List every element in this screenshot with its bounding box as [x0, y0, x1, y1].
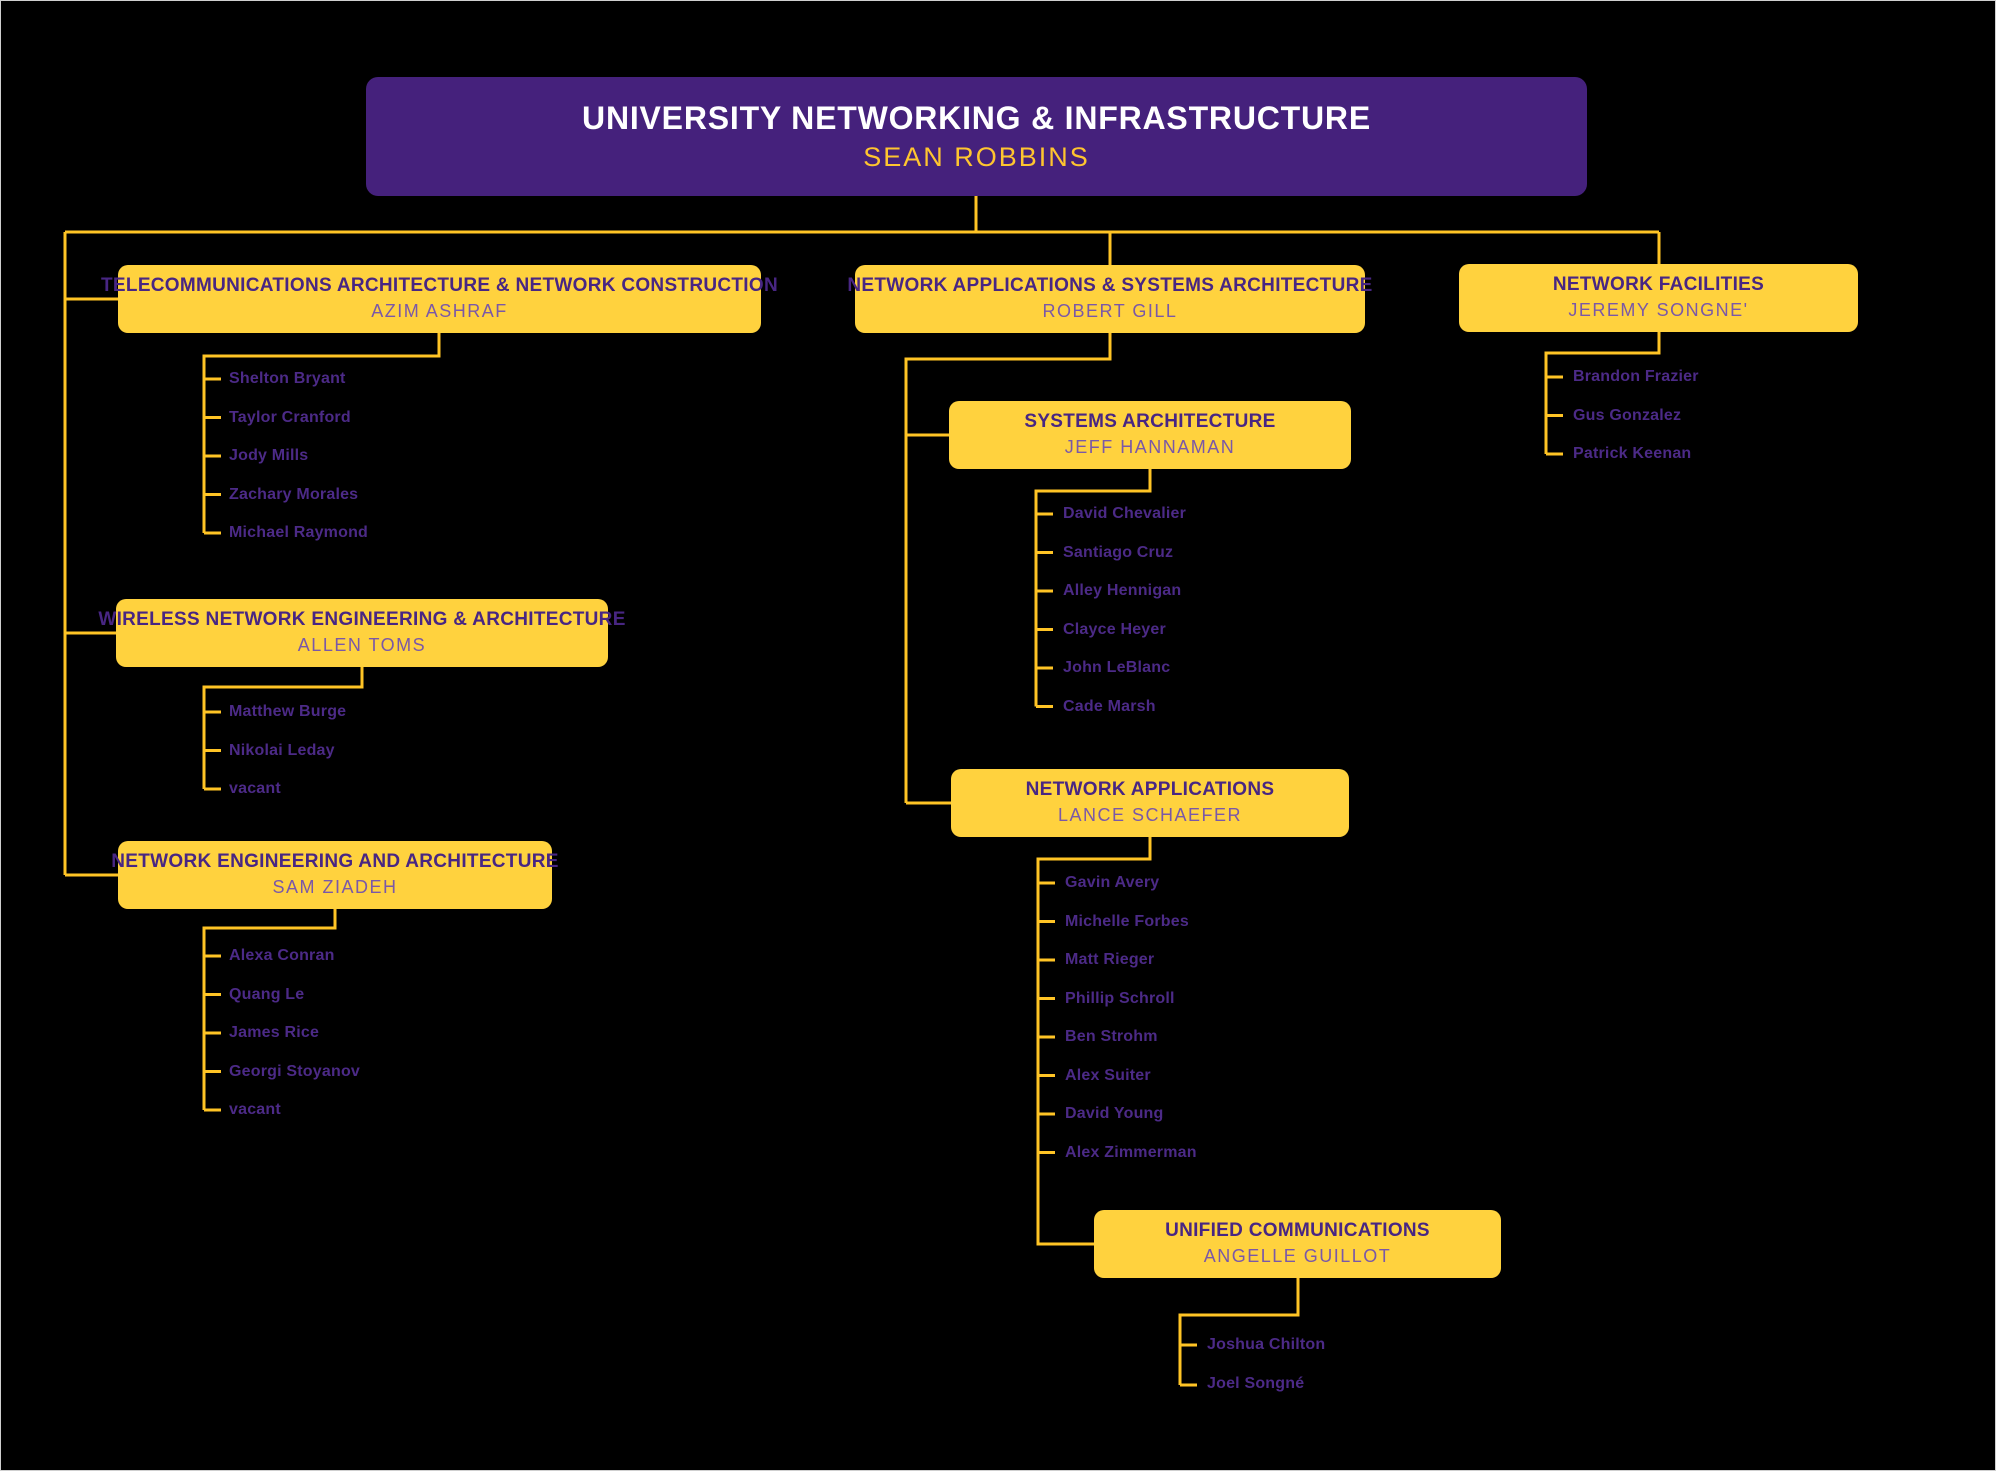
member-georgi-stoyanov: Georgi Stoyanov [229, 1062, 361, 1080]
member-michelle-forbes: Michelle Forbes [1065, 912, 1189, 930]
member-santiago-cruz: Santiago Cruz [1063, 543, 1174, 561]
unit-unified-communications: UNIFIED COMMUNICATIONS ANGELLE GUILLOT [1094, 1210, 1501, 1278]
unit-title: NETWORK ENGINEERING AND ARCHITECTURE [111, 851, 559, 873]
member-nikolai-leday: Nikolai Leday [229, 741, 335, 759]
wireless-member-list: Matthew Burge Nikolai Leday vacant [229, 693, 346, 809]
systems-member-list: David Chevalier Santiago Cruz Alley Henn… [1063, 495, 1186, 726]
member-matt-rieger: Matt Rieger [1065, 951, 1155, 968]
member-alley-hennigan: Alley Hennigan [1063, 582, 1182, 599]
unified-member-list: Joshua Chilton Joel Songné [1207, 1326, 1325, 1403]
facilities-member-list: Brandon Frazier Gus Gonzalez Patrick Kee… [1573, 358, 1699, 474]
telecom-member-list: Shelton Bryant Taylor Cranford Jody Mill… [229, 360, 368, 553]
member-jody-mills: Jody Mills [229, 447, 309, 464]
member-alex-zimmerman: Alex Zimmerman [1065, 1143, 1197, 1161]
member-james-rice: James Rice [229, 1024, 320, 1041]
member-matthew-burge: Matthew Burge [229, 703, 347, 720]
member-michael-raymond: Michael Raymond [229, 524, 369, 541]
member-patrick-keenan: Patrick Keenan [1573, 445, 1692, 462]
unit-lead-name: SAM ZIADEH [272, 876, 398, 897]
unit-lead-name: LANCE SCHAEFER [1057, 804, 1243, 825]
member-gavin-avery: Gavin Avery [1065, 874, 1160, 891]
unit-systems-architecture: SYSTEMS ARCHITECTURE JEFF HANNAMAN [949, 401, 1351, 469]
member-alex-suiter: Alex Suiter [1065, 1066, 1151, 1084]
member-ben-strohm: Ben Strohm [1065, 1028, 1158, 1045]
member-joel-songne: Joel Songné [1207, 1374, 1305, 1392]
unit-lead-name: JEREMY SONGNE' [1568, 299, 1749, 320]
unit-lead-name: ANGELLE GUILLOT [1203, 1245, 1392, 1266]
unit-lead-name: JEFF HANNAMAN [1064, 436, 1236, 457]
member-shelton-bryant: Shelton Bryant [229, 370, 346, 387]
member-david-chevalier: David Chevalier [1063, 505, 1187, 522]
member-vacant-wireless: vacant [229, 780, 281, 797]
unit-telecom-architecture: TELECOMMUNICATIONS ARCHITECTURE & NETWOR… [101, 265, 778, 333]
unit-lead-name: AZIM ASHRAF [371, 300, 508, 321]
unit-title: WIRELESS NETWORK ENGINEERING & ARCHITECT… [98, 609, 626, 631]
member-joshua-chilton: Joshua Chilton [1207, 1336, 1326, 1353]
member-brandon-frazier: Brandon Frazier [1573, 368, 1699, 385]
unit-network-facilities: NETWORK FACILITIES JEREMY SONGNE' [1459, 264, 1858, 332]
member-clayce-heyer: Clayce Heyer [1063, 620, 1166, 638]
unit-apps-systems-architecture: NETWORK APPLICATIONS & SYSTEMS ARCHITECT… [847, 265, 1372, 333]
unit-network-engineering: NETWORK ENGINEERING AND ARCHITECTURE SAM… [111, 841, 558, 909]
member-gus-gonzalez: Gus Gonzalez [1573, 406, 1682, 424]
unit-title: UNIFIED COMMUNICATIONS [1165, 1220, 1430, 1242]
unit-network-applications: NETWORK APPLICATIONS LANCE SCHAEFER [951, 769, 1349, 837]
member-david-young: David Young [1065, 1105, 1164, 1122]
unit-title: SYSTEMS ARCHITECTURE [1024, 411, 1276, 433]
member-cade-marsh: Cade Marsh [1063, 697, 1156, 715]
unit-lead-name: ALLEN TOMS [297, 634, 427, 655]
root-node-title: UNIVERSITY NETWORKING & INFRASTRUCTURE [582, 99, 1371, 136]
member-taylor-cranford: Taylor Cranford [229, 408, 351, 426]
neteng-member-list: Alexa Conran Quang Le James Rice Georgi … [229, 937, 360, 1130]
unit-title: NETWORK FACILITIES [1552, 274, 1765, 296]
unit-title: TELECOMMUNICATIONS ARCHITECTURE & NETWOR… [101, 275, 778, 297]
member-quang-le: Quang Le [229, 985, 305, 1003]
connector-left-spine [63, 232, 118, 877]
member-alexa-conran: Alexa Conran [229, 947, 335, 964]
unit-lead-name: ROBERT GILL [1042, 300, 1178, 321]
root-node: UNIVERSITY NETWORKING & INFRASTRUCTURE S… [366, 77, 1587, 196]
member-vacant-neteng: vacant [229, 1101, 281, 1118]
unit-title: NETWORK APPLICATIONS [1025, 779, 1275, 801]
netapps-member-list: Gavin Avery Michelle Forbes Matt Rieger … [1065, 864, 1197, 1172]
member-phillip-schroll: Phillip Schroll [1065, 989, 1175, 1007]
member-john-leblanc: John LeBlanc [1063, 659, 1171, 676]
member-zachary-morales: Zachary Morales [229, 485, 359, 503]
unit-title: NETWORK APPLICATIONS & SYSTEMS ARCHITECT… [847, 275, 1373, 297]
root-node-lead-name: SEAN ROBBINS [863, 142, 1090, 173]
unit-wireless-engineering: WIRELESS NETWORK ENGINEERING & ARCHITECT… [98, 599, 625, 667]
